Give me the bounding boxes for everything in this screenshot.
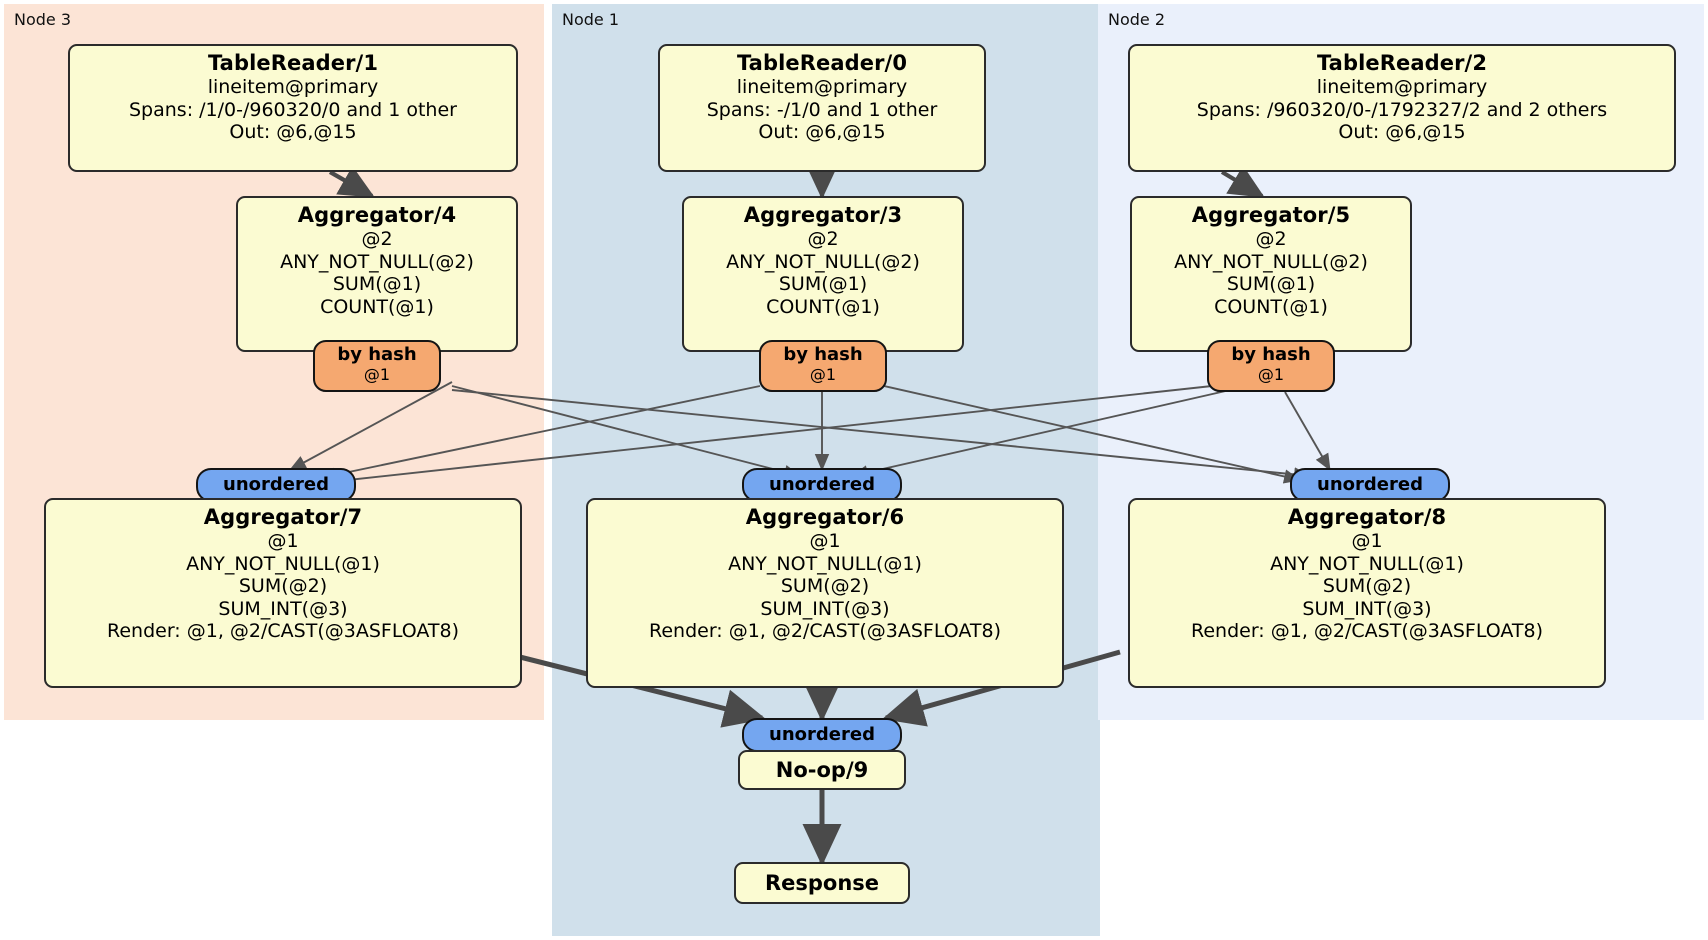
processor-line: COUNT(@1): [766, 295, 880, 318]
processor-line: SUM(@2): [780, 575, 870, 598]
router-type-label: by hash: [1231, 344, 1311, 365]
processor-table-reader-2[interactable]: TableReader/2 lineitem@primary Spans: /9…: [1128, 44, 1676, 172]
processor-aggregator-5[interactable]: Aggregator/5 @2 ANY_NOT_NULL(@2) SUM(@1)…: [1130, 196, 1412, 352]
processor-title: Aggregator/6: [745, 505, 905, 529]
processor-line: COUNT(@1): [1214, 295, 1328, 318]
processor-line: SUM(@1): [332, 273, 422, 296]
processor-no-op-9[interactable]: No-op/9: [738, 750, 906, 790]
processor-line: SUM_INT(@3): [218, 597, 348, 620]
processor-line: @1: [1351, 529, 1383, 552]
synchronizer-label: unordered: [223, 473, 329, 495]
processor-title: Aggregator/3: [743, 203, 903, 227]
router-column-label: @1: [809, 364, 837, 384]
processor-line: SUM_INT(@3): [1302, 597, 1432, 620]
router-by-hash-right[interactable]: by hash @1: [1207, 340, 1335, 392]
processor-line: SUM_INT(@3): [760, 597, 890, 620]
synchronizer-unordered-center[interactable]: unordered: [742, 468, 902, 502]
processor-line: SUM(@1): [1226, 273, 1316, 296]
processor-aggregator-7[interactable]: Aggregator/7 @1 ANY_NOT_NULL(@1) SUM(@2)…: [44, 498, 522, 688]
processor-line: Out: @6,@15: [229, 121, 357, 144]
router-column-label: @1: [1257, 364, 1285, 384]
processor-title: Aggregator/4: [297, 203, 457, 227]
processor-aggregator-6[interactable]: Aggregator/6 @1 ANY_NOT_NULL(@1) SUM(@2)…: [586, 498, 1064, 688]
router-by-hash-center[interactable]: by hash @1: [759, 340, 887, 392]
processor-line: ANY_NOT_NULL(@1): [186, 552, 380, 575]
processor-line: SUM(@1): [778, 273, 868, 296]
synchronizer-unordered-left[interactable]: unordered: [196, 468, 356, 502]
processor-line: lineitem@primary: [736, 75, 908, 98]
synchronizer-label: unordered: [769, 723, 875, 745]
processor-line: lineitem@primary: [207, 75, 379, 98]
processor-line: ANY_NOT_NULL(@2): [726, 250, 920, 273]
processor-aggregator-3[interactable]: Aggregator/3 @2 ANY_NOT_NULL(@2) SUM(@1)…: [682, 196, 964, 352]
processor-aggregator-4[interactable]: Aggregator/4 @2 ANY_NOT_NULL(@2) SUM(@1)…: [236, 196, 518, 352]
processor-table-reader-1[interactable]: TableReader/1 lineitem@primary Spans: /1…: [68, 44, 518, 172]
processor-line: SUM(@2): [1322, 575, 1412, 598]
processor-line: @1: [809, 529, 841, 552]
processor-title: Aggregator/5: [1191, 203, 1351, 227]
synchronizer-unordered-right[interactable]: unordered: [1290, 468, 1450, 502]
processor-title: No-op/9: [775, 758, 869, 782]
router-column-label: @1: [363, 364, 391, 384]
processor-response[interactable]: Response: [734, 862, 910, 904]
processor-title: TableReader/2: [1316, 51, 1488, 75]
router-type-label: by hash: [783, 344, 863, 365]
node-panel-label: Node 2: [1108, 10, 1166, 29]
processor-aggregator-8[interactable]: Aggregator/8 @1 ANY_NOT_NULL(@1) SUM(@2)…: [1128, 498, 1606, 688]
processor-line: Spans: /960320/0-/1792327/2 and 2 others: [1196, 98, 1608, 121]
processor-line: Spans: -/1/0 and 1 other: [706, 98, 938, 121]
processor-line: Out: @6,@15: [1338, 121, 1466, 144]
processor-title: TableReader/1: [207, 51, 379, 75]
processor-title: Response: [764, 871, 880, 895]
processor-line: Spans: /1/0-/960320/0 and 1 other: [129, 98, 457, 121]
processor-line: @2: [361, 227, 393, 250]
processor-line: COUNT(@1): [320, 295, 434, 318]
processor-line: lineitem@primary: [1316, 75, 1488, 98]
processor-line: ANY_NOT_NULL(@2): [1174, 250, 1368, 273]
processor-line: @2: [807, 227, 839, 250]
processor-line: ANY_NOT_NULL(@1): [1270, 552, 1464, 575]
processor-title: Aggregator/7: [203, 505, 363, 529]
processor-table-reader-0[interactable]: TableReader/0 lineitem@primary Spans: -/…: [658, 44, 986, 172]
processor-line: Render: @1, @2/CAST(@3ASFLOAT8): [107, 620, 459, 643]
processor-line: @2: [1255, 227, 1287, 250]
synchronizer-label: unordered: [769, 473, 875, 495]
processor-line: @1: [267, 529, 299, 552]
processor-line: Render: @1, @2/CAST(@3ASFLOAT8): [649, 620, 1001, 643]
processor-line: SUM(@2): [238, 575, 328, 598]
processor-line: Out: @6,@15: [758, 121, 886, 144]
synchronizer-label: unordered: [1317, 473, 1423, 495]
node-panel-label: Node 3: [14, 10, 72, 29]
router-by-hash-left[interactable]: by hash @1: [313, 340, 441, 392]
router-type-label: by hash: [337, 344, 417, 365]
processor-line: ANY_NOT_NULL(@1): [728, 552, 922, 575]
processor-line: ANY_NOT_NULL(@2): [280, 250, 474, 273]
processor-title: Aggregator/8: [1287, 505, 1447, 529]
processor-title: TableReader/0: [736, 51, 908, 75]
synchronizer-unordered-final[interactable]: unordered: [742, 718, 902, 752]
processor-line: Render: @1, @2/CAST(@3ASFLOAT8): [1191, 620, 1543, 643]
node-panel-label: Node 1: [562, 10, 620, 29]
